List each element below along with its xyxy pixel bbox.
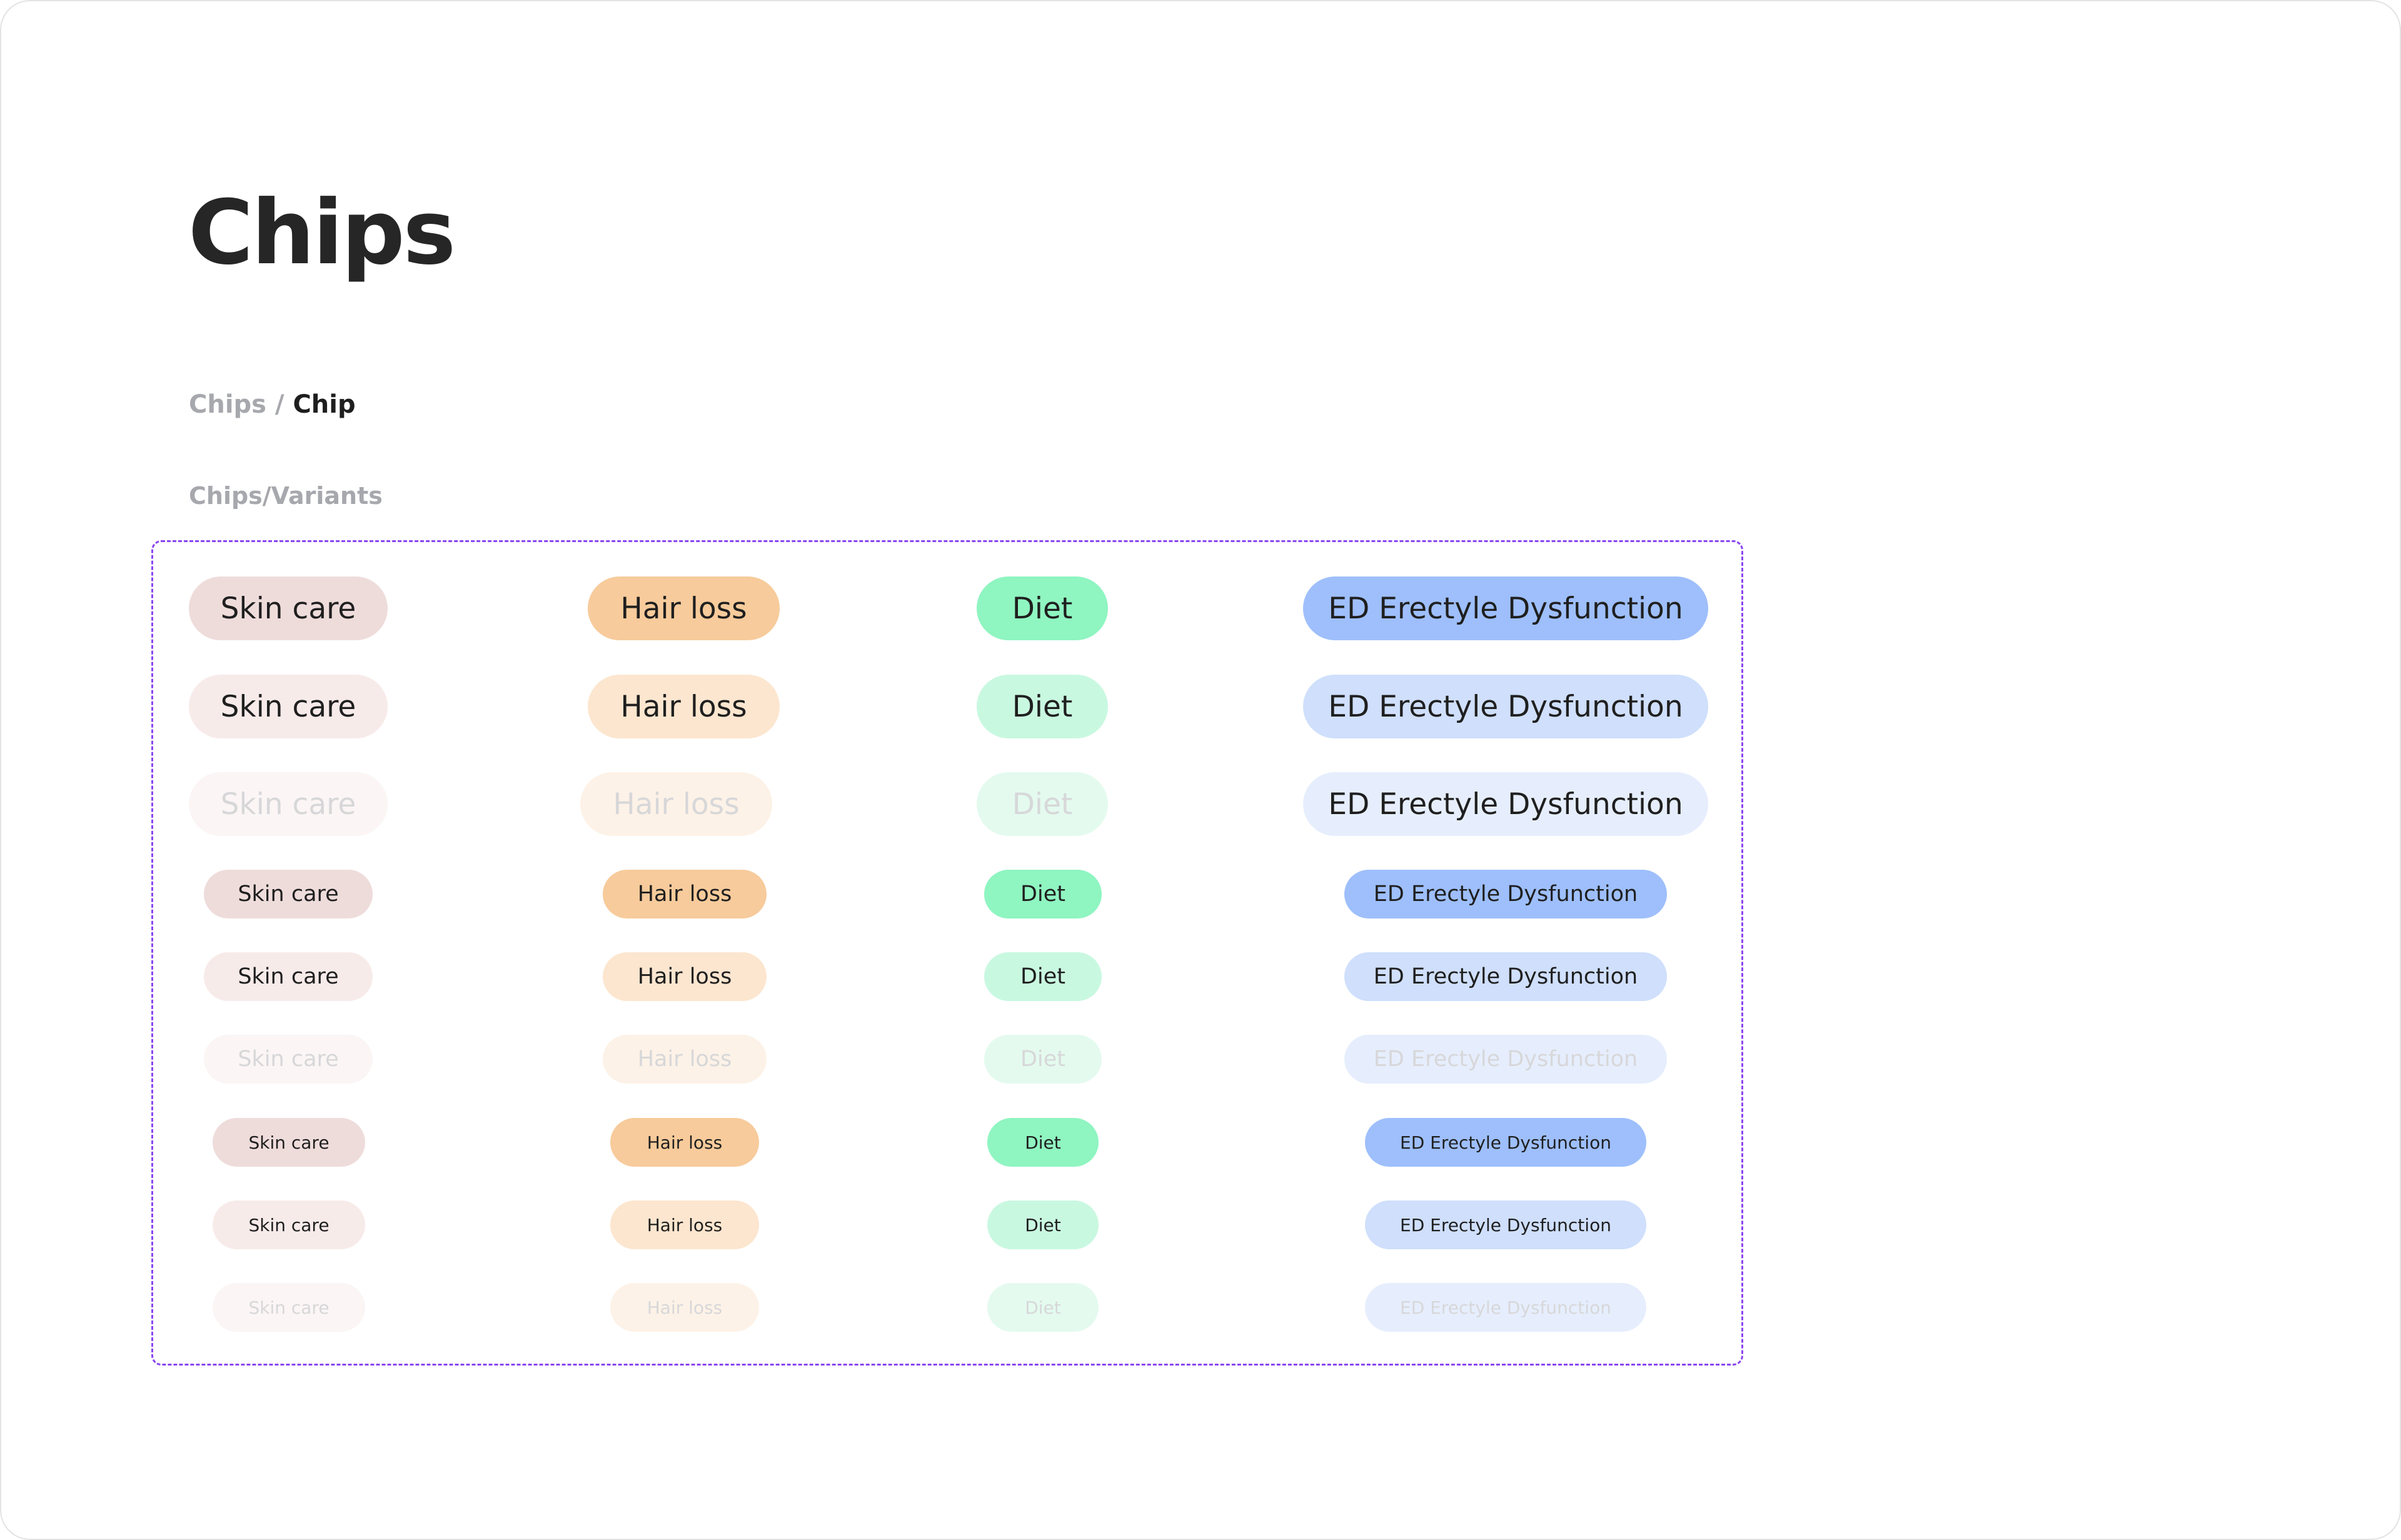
chip-ed-large-light[interactable]: ED Erectyle Dysfunction xyxy=(1303,675,1708,738)
breadcrumb: Chips / Chip xyxy=(189,389,356,420)
chip-diet-small-default[interactable]: Diet xyxy=(987,1118,1099,1167)
chip-skin-care-small-default[interactable]: Skin care xyxy=(213,1118,365,1167)
breadcrumb-current: Chip xyxy=(293,390,356,419)
chip-hair-loss-small-disabled: Hair loss xyxy=(610,1283,759,1332)
chip-skin-care-small-disabled: Skin care xyxy=(213,1283,365,1332)
chip-ed-small-disabled: ED Erectyle Dysfunction xyxy=(1365,1283,1646,1332)
chip-diet-medium-light[interactable]: Diet xyxy=(984,952,1102,1001)
chip-variants-frame[interactable] xyxy=(151,540,1743,1366)
breadcrumb-parent[interactable]: Chips xyxy=(189,390,266,419)
chip-skin-care-medium-light[interactable]: Skin care xyxy=(204,952,373,1001)
chip-diet-large-default[interactable]: Diet xyxy=(977,576,1108,640)
chip-skin-care-large-default[interactable]: Skin care xyxy=(189,576,388,640)
chip-ed-medium-disabled: ED Erectyle Dysfunction xyxy=(1344,1035,1667,1084)
section-label: Chips/Variants xyxy=(189,482,383,510)
chip-hair-loss-medium-disabled: Hair loss xyxy=(603,1035,767,1084)
chip-diet-large-disabled: Diet xyxy=(977,772,1108,836)
chip-diet-small-disabled: Diet xyxy=(987,1283,1099,1332)
chip-hair-loss-large-disabled: Hair loss xyxy=(580,772,772,836)
chip-diet-large-light[interactable]: Diet xyxy=(977,675,1108,738)
chip-ed-large-default[interactable]: ED Erectyle Dysfunction xyxy=(1303,576,1708,640)
page-title: Chips xyxy=(188,181,456,284)
chip-skin-care-small-light[interactable]: Skin care xyxy=(213,1200,365,1249)
chip-ed-medium-light[interactable]: ED Erectyle Dysfunction xyxy=(1344,952,1667,1001)
chip-skin-care-medium-disabled: Skin care xyxy=(204,1035,373,1084)
breadcrumb-separator: / xyxy=(266,390,293,419)
chip-hair-loss-medium-light[interactable]: Hair loss xyxy=(603,952,767,1001)
chip-skin-care-large-disabled: Skin care xyxy=(189,772,388,836)
chip-ed-small-light[interactable]: ED Erectyle Dysfunction xyxy=(1365,1200,1646,1249)
chip-diet-medium-default[interactable]: Diet xyxy=(984,870,1102,918)
chip-ed-large-disabled: ED Erectyle Dysfunction xyxy=(1303,772,1708,836)
chip-hair-loss-large-light[interactable]: Hair loss xyxy=(588,675,780,738)
chip-hair-loss-large-default[interactable]: Hair loss xyxy=(588,576,780,640)
chip-ed-small-default[interactable]: ED Erectyle Dysfunction xyxy=(1365,1118,1646,1167)
chip-skin-care-medium-default[interactable]: Skin care xyxy=(204,870,373,918)
chip-diet-small-light[interactable]: Diet xyxy=(987,1200,1099,1249)
chip-hair-loss-small-default[interactable]: Hair loss xyxy=(610,1118,759,1167)
chip-diet-medium-disabled: Diet xyxy=(984,1035,1102,1084)
chip-ed-medium-default[interactable]: ED Erectyle Dysfunction xyxy=(1344,870,1667,918)
chip-hair-loss-small-light[interactable]: Hair loss xyxy=(610,1200,759,1249)
chip-hair-loss-medium-default[interactable]: Hair loss xyxy=(603,870,767,918)
chip-skin-care-large-light[interactable]: Skin care xyxy=(189,675,388,738)
